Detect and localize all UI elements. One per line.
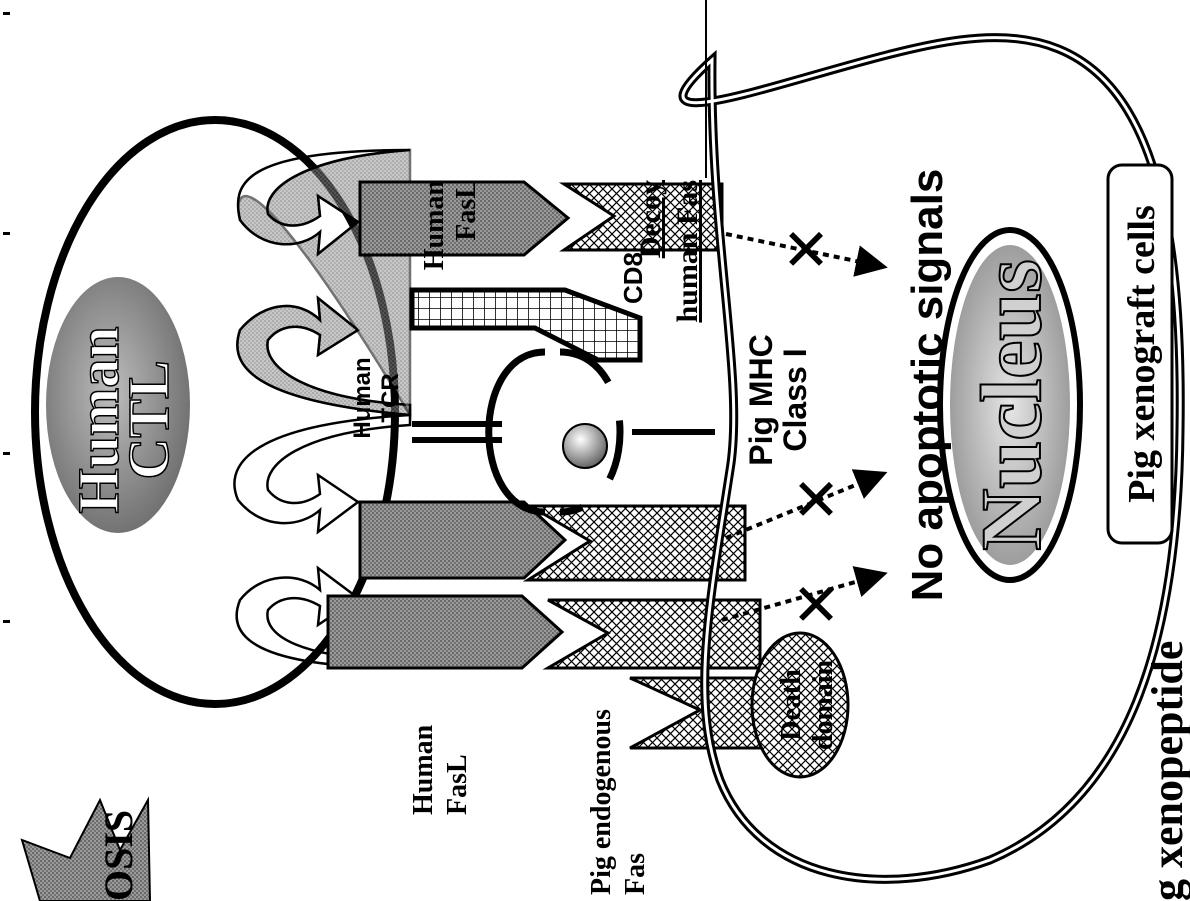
decoy-label-line1: Decoy: [634, 180, 667, 258]
fasl-right-label-line2: FasL: [451, 180, 482, 241]
fasl-left-label-line1: Human: [408, 724, 439, 815]
fasl-left: [328, 596, 562, 668]
tcr-label-line1: Human: [349, 357, 376, 438]
starburst-label: OSIS: [96, 810, 141, 901]
fasl-right-label-line1: Human: [419, 180, 450, 271]
xenopeptide-fragment-label: g xenopeptide: [1143, 641, 1190, 901]
nucleus-label: Nucleus: [963, 259, 1059, 550]
death-domain-label-line2: domain: [808, 659, 839, 750]
decoy-label-line2: human Fas: [671, 180, 704, 323]
pig-fas-label-line2: Fas: [620, 853, 651, 895]
block-x-icon: ✕: [782, 218, 831, 283]
death-domain-label-line1: Death: [776, 669, 807, 741]
pig-fas-label-line1: Pig endogenous: [586, 709, 617, 895]
cd8-label: CD8: [618, 252, 648, 304]
edge-marks: [3, 12, 10, 623]
xenopeptide: [563, 424, 607, 468]
no-signals-label: No apoptotic signals: [903, 169, 952, 602]
mhc-label-line2: Class I: [777, 348, 813, 451]
tcr-mhc-complex: [412, 352, 715, 512]
fas-left: [548, 600, 760, 668]
mhc-label-line1: Pig MHC: [743, 334, 779, 466]
xenograft-label: Pig xenograft cells: [1121, 205, 1163, 503]
block-x-icon: ✕: [792, 468, 841, 533]
cd8-molecule: [412, 290, 640, 360]
block-x-icon: ✕: [792, 573, 841, 638]
fasl-left-label-line2: FasL: [442, 754, 473, 815]
apoptosis-starburst: OSIS: [22, 800, 150, 901]
ctl-label-line2: CTL: [116, 360, 181, 479]
tcr-label-line2: TCR: [377, 373, 404, 422]
